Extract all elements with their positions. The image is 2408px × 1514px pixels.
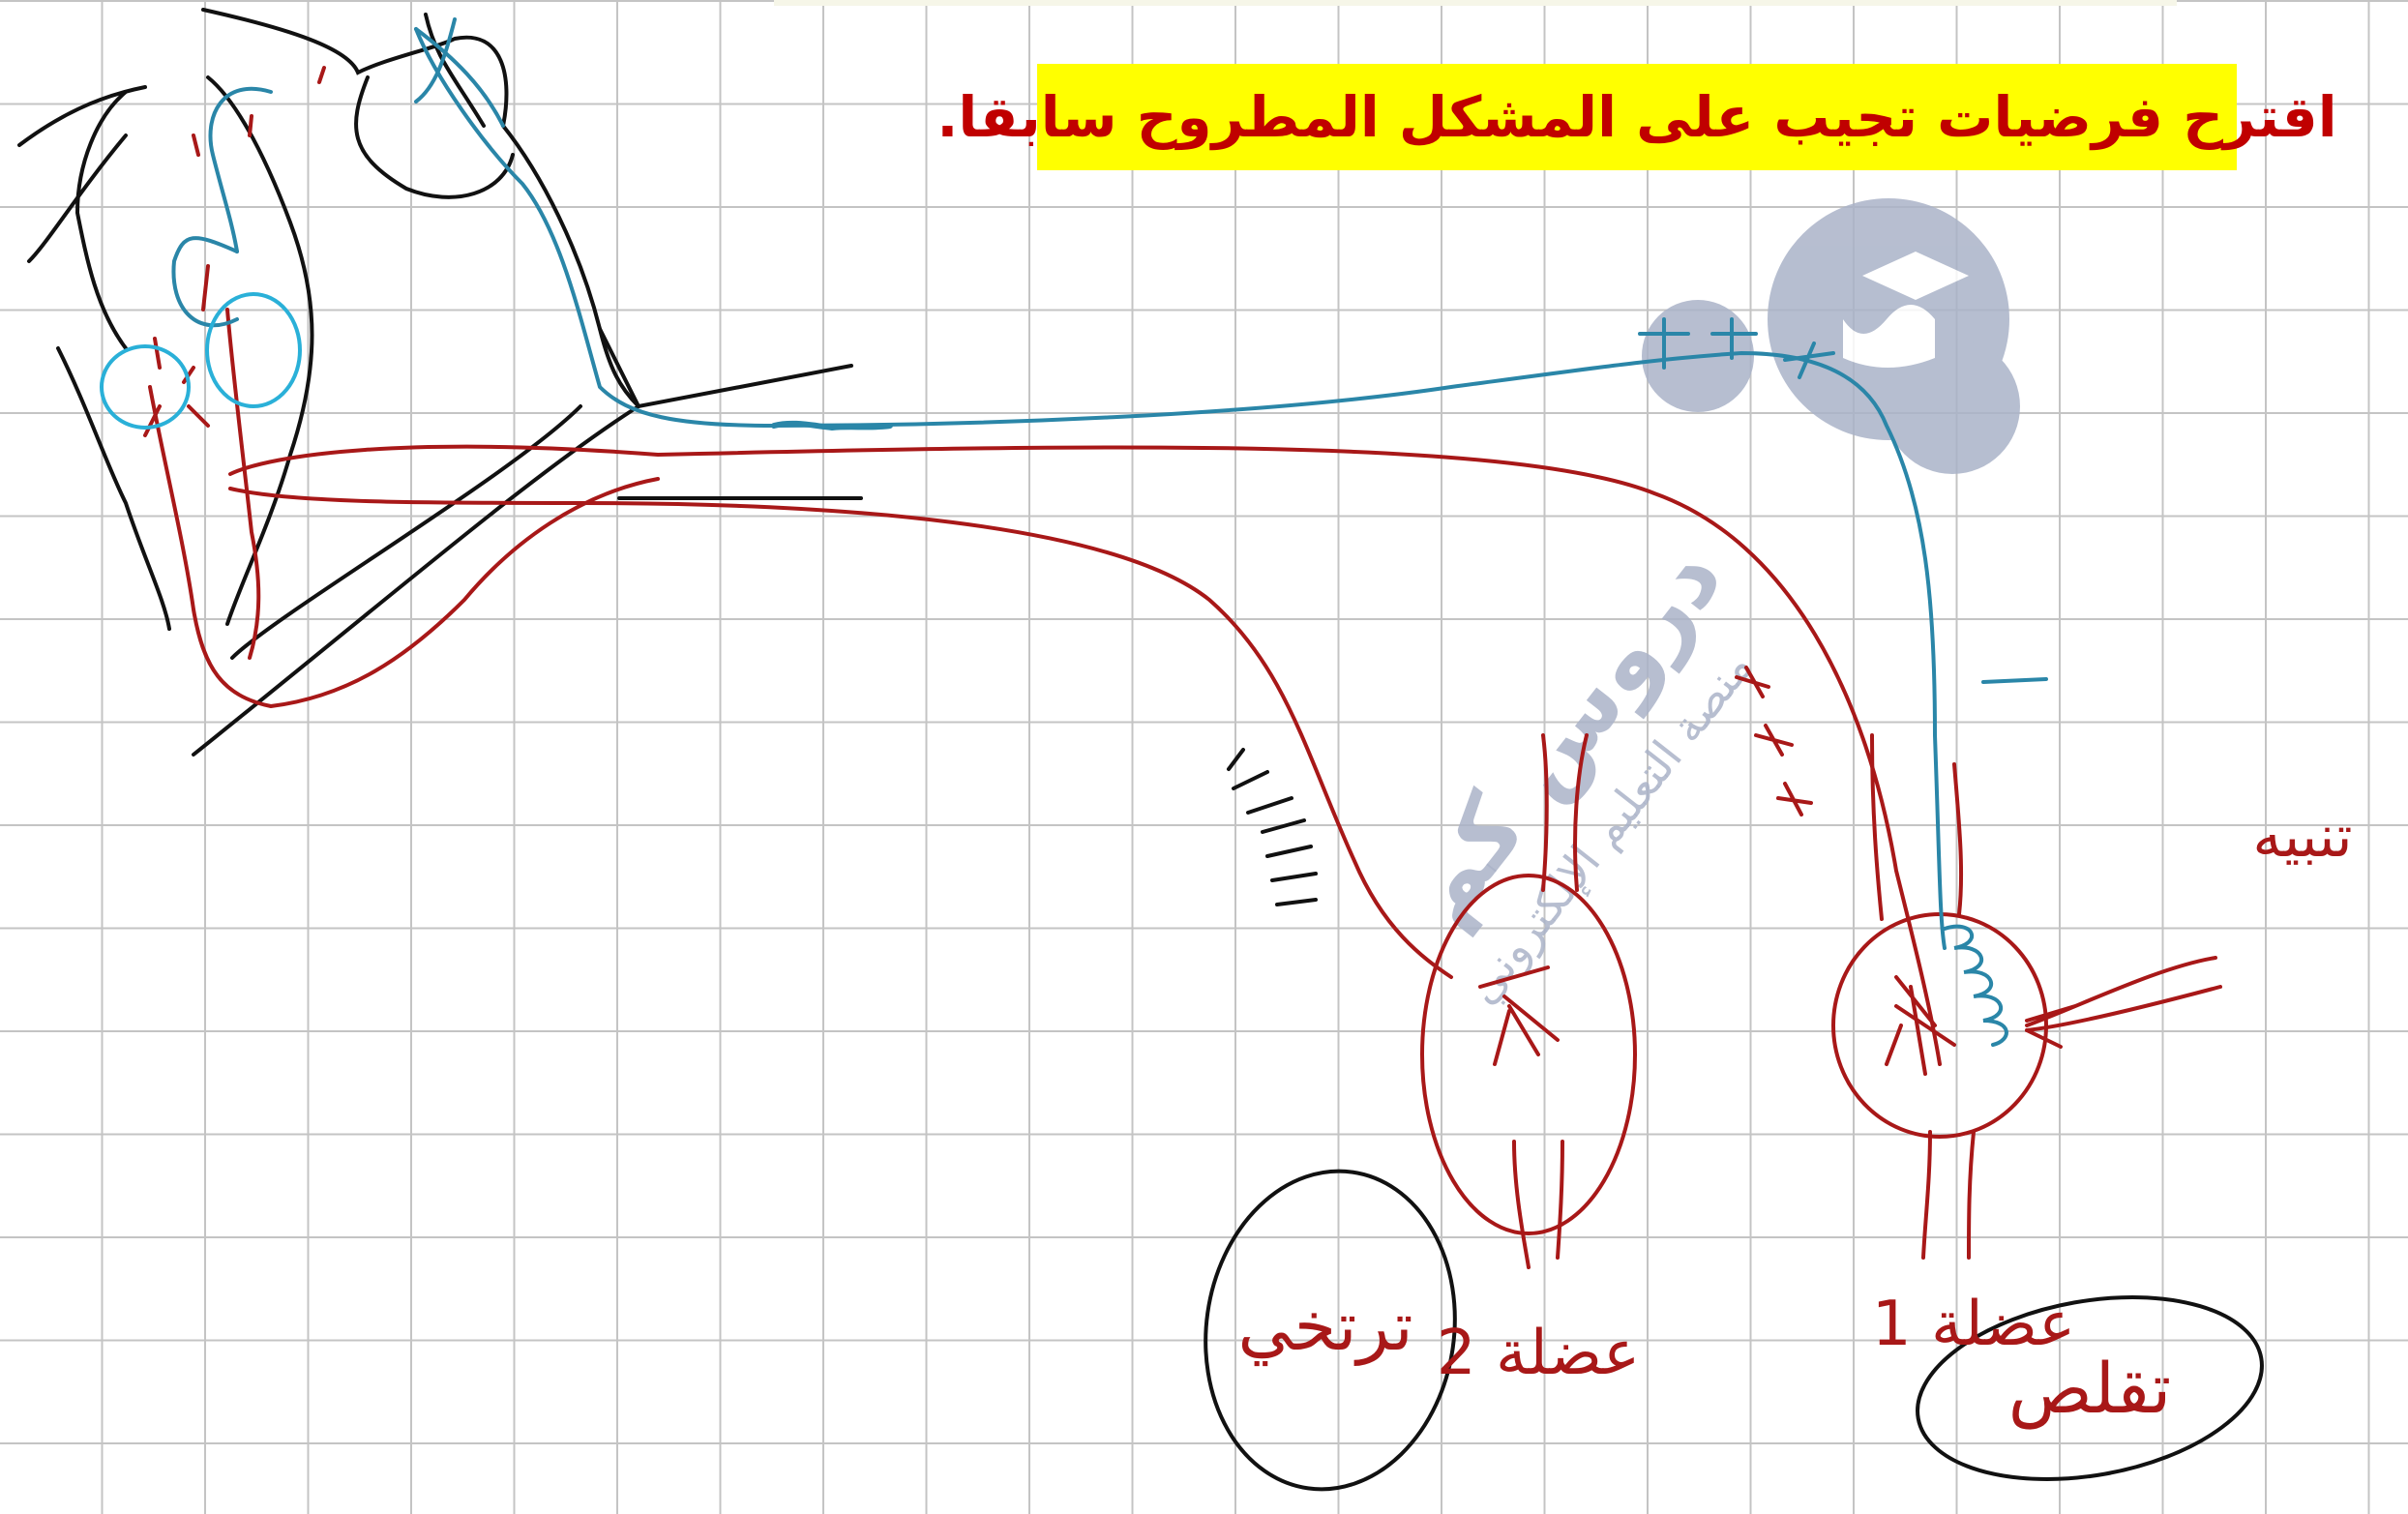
title-banner: اقترح فرضيات تجيب على المشكل المطروح ساب…	[936, 64, 2337, 170]
blue-synapse-branch	[171, 236, 239, 328]
muscle-1-tendon-top-left	[1870, 733, 1884, 921]
hatching-marks	[1227, 748, 1318, 906]
relax-label: ترتخي	[1237, 1287, 1412, 1367]
ventral-root-lower-outline	[192, 404, 640, 757]
plus-signs-horizontal	[1638, 317, 1835, 379]
watermark-text: دروس كم منصة التعليم الإلكتروني	[1383, 524, 1764, 1014]
muscle-2-label: عضلة 2	[1437, 1318, 1640, 1389]
interneuron-circle-left	[100, 344, 191, 430]
muscle-1-body	[1831, 912, 2048, 1139]
muscle-1-tendon-bottom-left	[1921, 1130, 1932, 1260]
contract-response-circle	[1916, 1295, 2264, 1481]
muscle-2-tendon-top-right	[1573, 733, 1589, 892]
interneuron-circle-right	[205, 292, 302, 408]
inhibitory-pathway	[143, 66, 2222, 1269]
red-axon-to-muscle-2	[228, 487, 1453, 979]
spinal-cord-outline	[17, 8, 1318, 906]
outline-stroke-a	[17, 85, 147, 147]
dorsal-root-ganglion-outline	[424, 13, 486, 128]
watermark-logo	[1642, 198, 2020, 474]
red-axon-to-muscle-1	[228, 444, 1942, 1066]
blue-ganglion-fibre-b	[414, 17, 457, 104]
watermark-logo-lobe	[1885, 339, 2020, 474]
muscle-2-tendon-bottom-right	[1556, 1140, 1564, 1260]
red-ticks	[192, 66, 326, 312]
blue-afferent-branch	[208, 86, 273, 253]
muscle-1-tendon-bottom-right	[1967, 1130, 1976, 1260]
excitatory-pathway	[100, 17, 2048, 1047]
ventral-root-outline	[230, 404, 582, 660]
response-circles	[1204, 1169, 2264, 1492]
muscle-1-tendon-top-right	[1952, 762, 1964, 916]
spinal-cord-dorsal-outline	[201, 8, 640, 408]
outline-stroke-b	[27, 134, 128, 263]
stimulus-label: تنبيه	[2252, 803, 2352, 871]
grey-matter-outline	[206, 75, 314, 626]
blue-nerve-coil	[1943, 924, 2008, 1047]
contract-label: تقلص	[2008, 1348, 2172, 1430]
muscle-1-label: عضلة 1	[1872, 1289, 2075, 1360]
blue-axon-thickening	[771, 420, 893, 431]
blue-ganglion-fibre	[414, 27, 505, 128]
nerve-dorsal-edge	[598, 327, 853, 409]
red-interneuron-axon	[225, 308, 261, 660]
relax-response-circle	[1204, 1169, 1457, 1492]
blue-sensory-axon	[414, 27, 1947, 950]
red-neuron-loop	[148, 385, 660, 709]
watermark-logo-mark	[1843, 305, 1935, 368]
muscle-2-tendon-top-left	[1541, 733, 1549, 892]
stimulus-arrow	[2025, 956, 2222, 1049]
top-strip	[774, 0, 2177, 6]
graduation-cap-icon	[1862, 252, 1969, 300]
ganglion-body-outline	[354, 75, 515, 199]
handwritten-labels: عضلة 2 عضلة 1 ترتخي تقلص تنبيه	[1237, 803, 2352, 1430]
muscle-2-nerve-ending	[1478, 965, 1560, 1066]
spinal-cord-left-outline	[74, 90, 128, 350]
outline-stroke-c	[56, 346, 171, 631]
plus-signs-diagonal	[1735, 666, 1813, 816]
red-dendrites	[143, 337, 210, 437]
minus-sign	[1981, 677, 2048, 684]
muscle-2-tendon-bottom-left	[1512, 1140, 1531, 1269]
muscle-1-nerve-ending	[1885, 975, 1956, 1076]
title-text: اقترح فرضيات تجيب على المشكل المطروح ساب…	[936, 84, 2337, 150]
muscle-2-body	[1420, 874, 1637, 1235]
